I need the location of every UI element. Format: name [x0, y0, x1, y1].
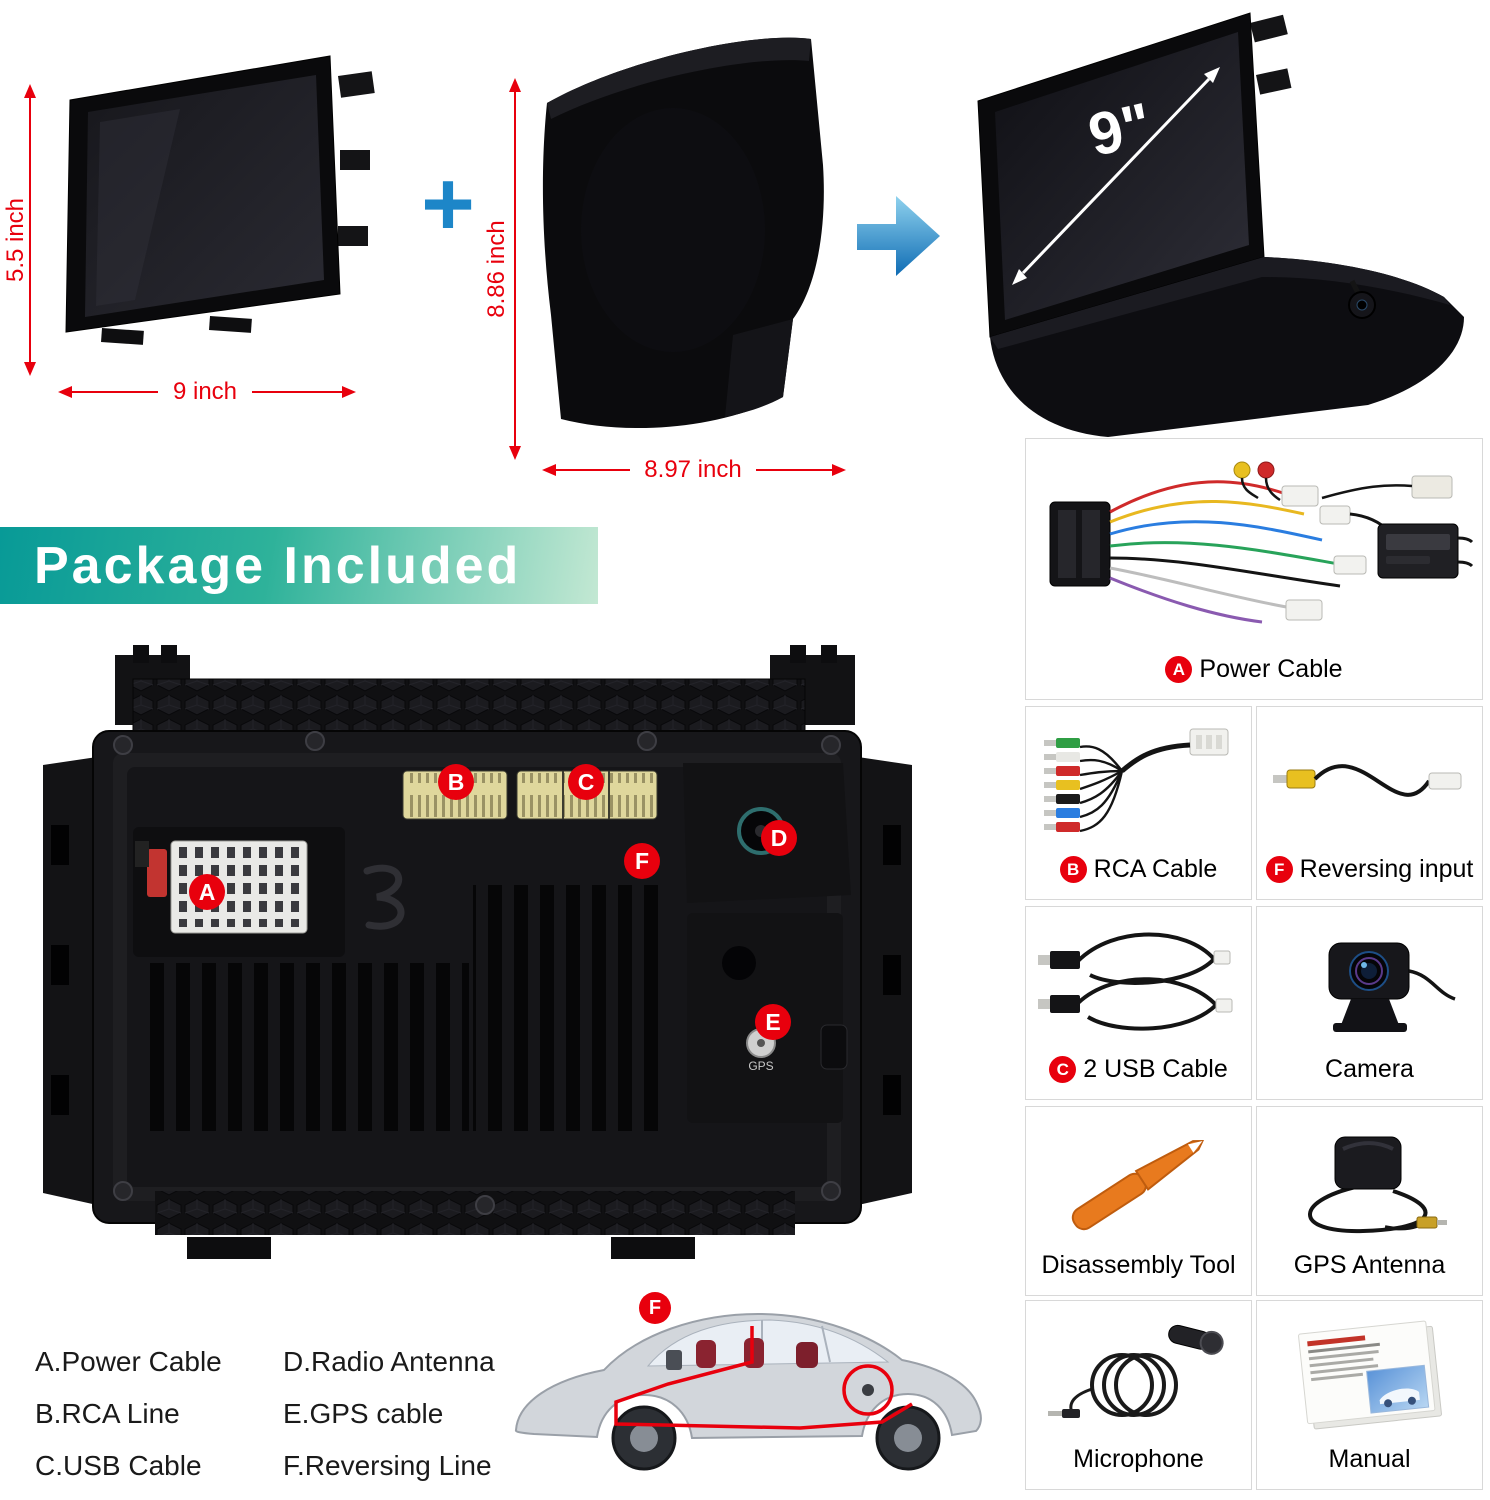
item-label-text: Camera — [1325, 1055, 1414, 1083]
unit-back-view: A B C D E F GPS — [15, 645, 940, 1270]
callout-d: D — [761, 820, 797, 856]
unit-back-illustration — [43, 645, 912, 1259]
callout-f: F — [624, 843, 660, 879]
callout-e: E — [755, 1004, 791, 1040]
package-item-gps-antenna: GPS Antenna — [1256, 1106, 1483, 1296]
microphone-photo — [1026, 1301, 1251, 1445]
item-label-text: Reversing input — [1299, 855, 1474, 883]
package-item-rca-cable: B RCA Cable — [1025, 706, 1252, 900]
item-label: B RCA Cable — [1026, 855, 1251, 899]
microphone-icon — [1047, 1324, 1224, 1418]
car-cutaway — [514, 1312, 982, 1471]
item-label: A Power Cable — [1026, 655, 1482, 699]
package-item-manual: Manual — [1256, 1300, 1483, 1490]
camera-photo — [1257, 907, 1482, 1055]
screen-diagonal-arrow — [1021, 77, 1211, 275]
car-callout-f: F — [639, 1292, 671, 1324]
fuse — [147, 849, 167, 897]
item-label-text: Manual — [1328, 1445, 1411, 1473]
usb-cable-icon — [1037, 932, 1232, 1031]
reversing-cable-route — [614, 1326, 913, 1430]
banner-title: Package Included — [34, 536, 522, 595]
manual-icon — [1297, 1320, 1442, 1430]
rca-cable-photo — [1026, 707, 1251, 855]
package-item-usb-cable: C 2 USB Cable — [1025, 906, 1252, 1100]
usb-cable-photo — [1026, 907, 1251, 1055]
legend-item: E.GPS cable — [283, 1398, 444, 1429]
head-unit-front-illustration — [65, 55, 375, 345]
callout-c: C — [568, 764, 604, 800]
item-label: Microphone — [1026, 1445, 1251, 1489]
package-included-banner: Package Included — [0, 527, 598, 604]
reversing-input-icon — [1272, 764, 1461, 797]
legend-item: F.Reversing Line — [283, 1450, 492, 1481]
disassembly-tool-icon — [1071, 1139, 1204, 1231]
car-installation-illustration: F — [500, 1262, 995, 1500]
rear-camera-highlight — [842, 1364, 894, 1416]
item-label-text: 2 USB Cable — [1083, 1055, 1228, 1083]
item-label: Manual — [1257, 1445, 1482, 1489]
dash-panel-illustration — [542, 37, 824, 429]
package-item-reversing-input: F Reversing input — [1256, 706, 1483, 900]
item-label: Camera — [1257, 1055, 1482, 1099]
callout-b: B — [438, 764, 474, 800]
letter-badge-b: B — [1059, 856, 1087, 883]
gps-antenna-icon — [1307, 1136, 1447, 1234]
power-cable-icon — [1049, 461, 1474, 623]
manual-photo — [1257, 1301, 1482, 1445]
legend-item: B.RCA Line — [35, 1398, 180, 1429]
gps-antenna-photo — [1257, 1107, 1482, 1251]
legend-left-column: A.Power Cable B.RCA Line C.USB Cable — [35, 1336, 222, 1492]
arrow-right-icon — [857, 196, 940, 276]
item-label-text: GPS Antenna — [1293, 1251, 1446, 1279]
letter-badge-f: F — [1265, 856, 1293, 883]
item-label: GPS Antenna — [1257, 1251, 1482, 1295]
package-item-disassembly-tool: Disassembly Tool — [1025, 1106, 1252, 1296]
package-item-microphone: Microphone — [1025, 1300, 1252, 1490]
package-item-camera: Camera — [1256, 906, 1483, 1100]
plus-sign: + — [421, 153, 475, 255]
unit-width-dimension: 9 inch — [158, 379, 252, 405]
legend-item: A.Power Cable — [35, 1346, 222, 1377]
legend-right-column: D.Radio Antenna E.GPS cable F.Reversing … — [283, 1336, 495, 1492]
panel-width-dimension: 8.97 inch — [630, 457, 756, 483]
letter-badge-a: A — [1165, 656, 1193, 683]
rca-cable-icon — [1043, 728, 1228, 833]
package-items-grid: A Power Cable — [1025, 438, 1483, 1493]
unit-height-dimension: 5.5 inch — [2, 195, 29, 285]
gps-port-label: GPS — [748, 1059, 774, 1073]
item-label-text: Power Cable — [1199, 655, 1343, 683]
camera-icon — [1328, 942, 1456, 1032]
letter-badge-c: C — [1049, 1056, 1077, 1083]
item-label: F Reversing input — [1257, 855, 1482, 899]
legend-item: D.Radio Antenna — [283, 1346, 495, 1377]
disassembly-tool-photo — [1026, 1107, 1251, 1251]
item-label-text: RCA Cable — [1093, 855, 1218, 883]
item-label-text: Disassembly Tool — [1041, 1251, 1236, 1279]
item-label: Disassembly Tool — [1026, 1251, 1251, 1295]
assembled-unit-illustration — [977, 12, 1464, 437]
reversing-input-photo — [1257, 707, 1482, 855]
item-label-text: Microphone — [1073, 1445, 1204, 1473]
item-label: C 2 USB Cable — [1026, 1055, 1251, 1099]
package-item-power-cable: A Power Cable — [1025, 438, 1483, 700]
legend-item: C.USB Cable — [35, 1450, 202, 1481]
callout-a: A — [189, 874, 225, 910]
power-cable-photo — [1026, 439, 1482, 655]
